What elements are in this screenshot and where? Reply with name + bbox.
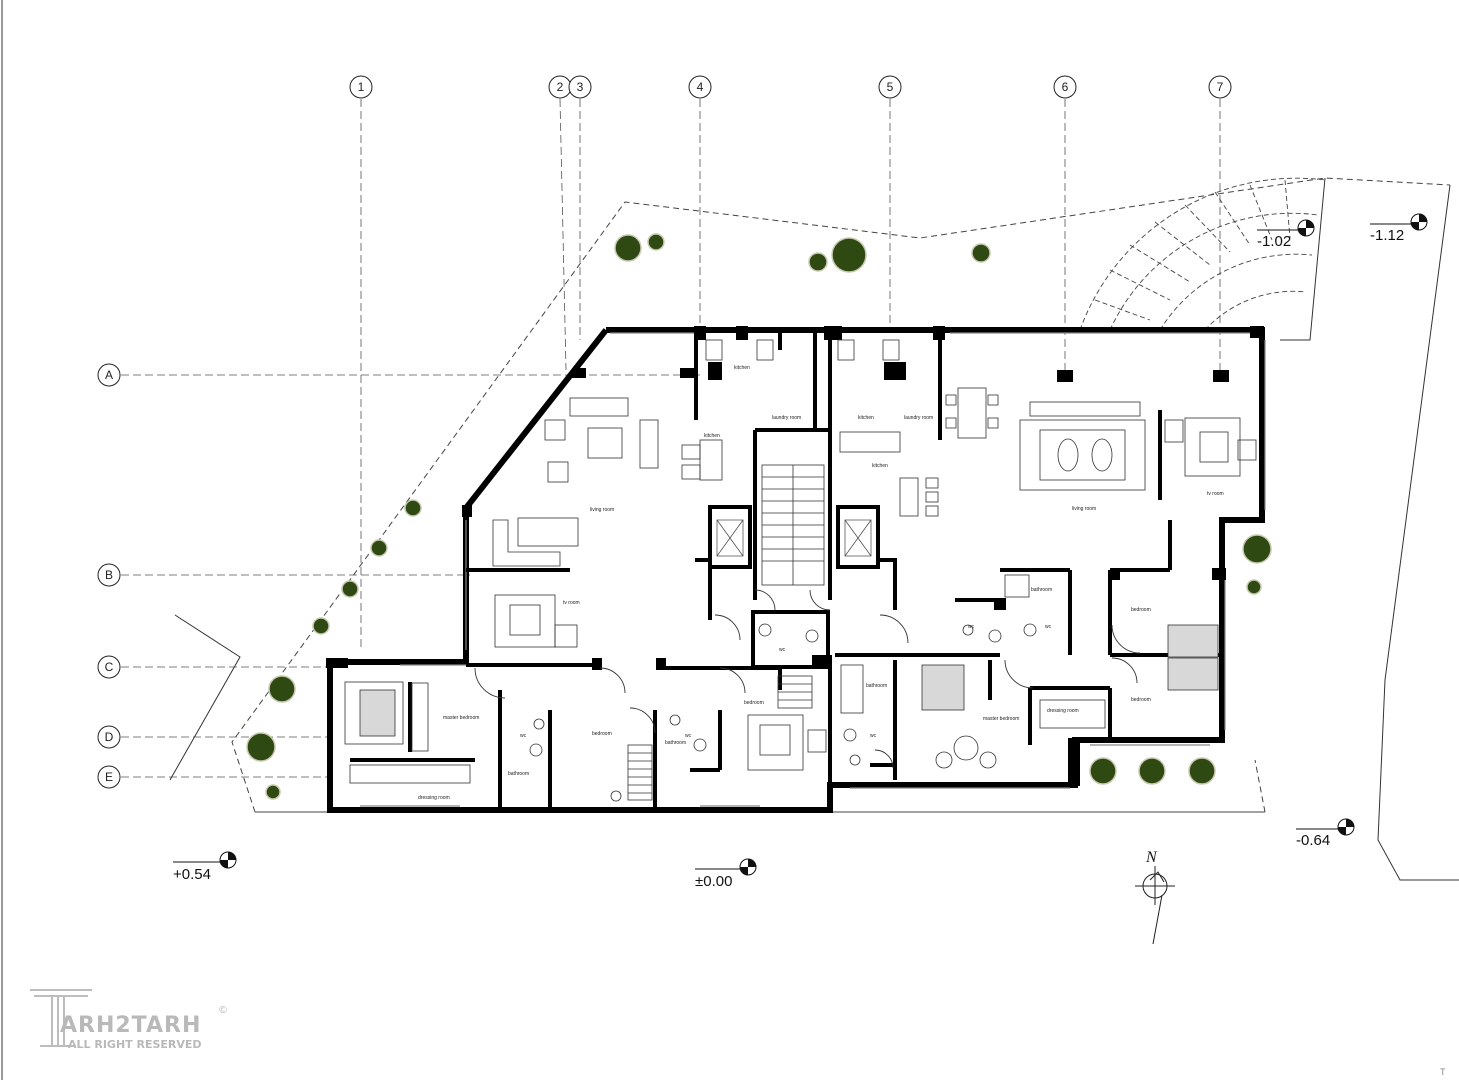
room-label-bedroom: bedroom (744, 700, 764, 706)
site-boundary (231, 177, 1451, 813)
room-label-kitchen: kitchen (734, 365, 750, 371)
grid-column-label: 5 (887, 80, 894, 94)
level-value: -0.64 (1296, 832, 1330, 849)
grid-row-label: A (105, 368, 113, 382)
watermark-logo: ARH2TARH ALL RIGHT RESERVED © (30, 989, 228, 1051)
north-arrow: N (1135, 849, 1175, 945)
room-labels: kitchen laundry room kitchen kitchen lau… (418, 365, 1224, 801)
room-label-master-bedroom: master bedroom (983, 716, 1019, 722)
room-label-wc: wc (779, 647, 786, 653)
elevator-shafts (716, 519, 872, 557)
room-label-wc: wc (968, 624, 975, 630)
level-markers: -1.02 -1.12 +0.54 ±0.00 (173, 213, 1428, 890)
level-marker: -0.64 (1296, 818, 1355, 849)
grid-column-label: 2 (557, 80, 564, 94)
grid-column-label: 4 (697, 80, 704, 94)
room-label-tv: tv room (1207, 491, 1224, 497)
room-label-living: living room (1072, 506, 1096, 512)
corner-mark: T (1440, 1067, 1446, 1077)
spiral-stair (1079, 177, 1326, 331)
grid-column-label: 3 (577, 80, 584, 94)
site-edge-lines (169, 177, 1459, 881)
room-label-living: living room (590, 507, 614, 513)
watermark-copyright: © (218, 1005, 228, 1016)
room-label-bathroom: bathroom (665, 740, 686, 746)
grid-row-bubbles: A B C D E (97, 363, 121, 789)
room-label-laundry: laundry room (904, 415, 933, 421)
grid-row-label: D (105, 730, 114, 744)
main-stair (761, 464, 825, 586)
room-label-kitchen: kitchen (704, 433, 720, 439)
room-label-bedroom: bedroom (1131, 607, 1151, 613)
room-label-kitchen: kitchen (872, 463, 888, 469)
room-label-bathroom: bathroom (508, 771, 529, 777)
grid-column-label: 1 (358, 80, 365, 94)
interior-walls (350, 330, 1222, 808)
room-label-dressing: dressing room (418, 795, 450, 801)
room-label-bedroom: bedroom (592, 731, 612, 737)
level-value: -1.02 (1257, 233, 1291, 250)
watermark-brand: ARH2TARH (60, 1013, 201, 1038)
level-marker: -1.02 (1257, 219, 1315, 250)
exterior-walls (327, 327, 1265, 813)
grid-axes (121, 98, 1221, 778)
room-label-wc: wc (870, 733, 877, 739)
room-label-laundry: laundry room (772, 415, 801, 421)
level-marker: ±0.00 (695, 858, 757, 890)
room-label-bedroom: bedroom (1131, 697, 1151, 703)
grid-column-label: 7 (1217, 80, 1224, 94)
interior-stairs (627, 675, 813, 801)
door-swings (474, 589, 1141, 769)
room-label-bathroom: bathroom (1031, 587, 1052, 593)
windows (360, 332, 1266, 807)
room-label-wc: wc (1045, 624, 1052, 630)
room-label-tv: tv room (563, 600, 580, 606)
room-label-kitchen: kitchen (858, 415, 874, 421)
level-marker: +0.54 (173, 851, 237, 883)
room-label-dressing: dressing room (1047, 708, 1079, 714)
grid-row-label: E (105, 770, 113, 784)
vegetation (246, 233, 1272, 800)
columns (326, 326, 1264, 786)
watermark-rights: ALL RIGHT RESERVED (68, 1038, 202, 1051)
room-label-wc: wc (685, 733, 692, 739)
grid-column-bubbles: 1 2 3 4 5 6 7 (349, 75, 1232, 99)
level-value: ±0.00 (695, 873, 732, 890)
grid-column-label: 6 (1062, 80, 1069, 94)
level-value: -1.12 (1370, 227, 1404, 244)
grid-row-label: C (105, 660, 114, 674)
grid-row-label: B (105, 568, 113, 582)
room-label-master-bedroom: master bedroom (443, 715, 479, 721)
room-label-bathroom: bathroom (866, 683, 887, 689)
level-marker: -1.12 (1370, 213, 1428, 244)
room-label-wc: wc (520, 733, 527, 739)
north-label: N (1145, 849, 1158, 866)
level-value: +0.54 (173, 866, 211, 883)
furniture (344, 339, 1257, 802)
